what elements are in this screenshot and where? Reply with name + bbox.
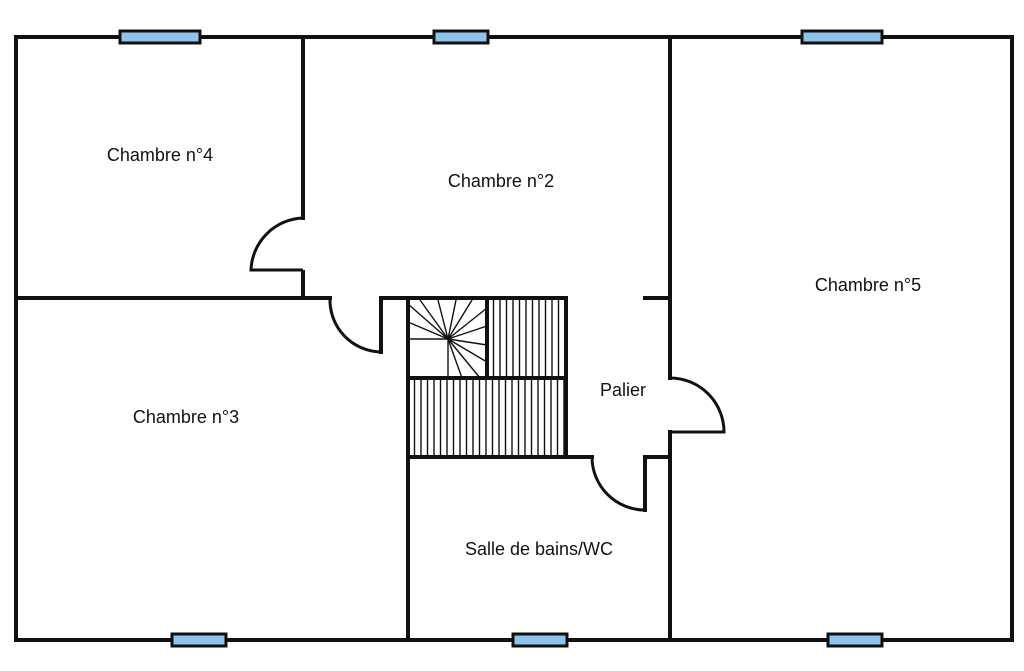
window-chambre-3	[170, 632, 228, 648]
label-chambre-2: Chambre n°2	[448, 171, 554, 191]
outer-walls	[14, 35, 1014, 642]
label-chambre-5: Chambre n°5	[815, 275, 921, 295]
label-chambre-4: Chambre n°4	[107, 145, 213, 165]
staircase	[406, 296, 568, 459]
door-chambre-4	[249, 216, 304, 272]
windows	[118, 29, 884, 648]
window-chambre-5-bottom	[826, 632, 884, 648]
window-chambre-2	[432, 29, 490, 45]
room-labels: Chambre n°4 Chambre n°2 Chambre n°5 Cham…	[107, 145, 921, 559]
door-salle-de-bains	[590, 456, 646, 512]
door-chambre-3	[328, 297, 382, 354]
stair-winder	[407, 299, 488, 379]
doors	[249, 216, 726, 512]
window-chambre-5-top	[800, 29, 884, 45]
door-chambre-5	[669, 376, 726, 434]
stair-flight-upper	[492, 298, 566, 378]
stair-flight-lower	[413, 378, 565, 457]
label-salle-de-bains: Salle de bains/WC	[465, 539, 613, 559]
label-chambre-3: Chambre n°3	[133, 407, 239, 427]
window-chambre-4	[118, 29, 202, 45]
window-salle-de-bains	[511, 632, 569, 648]
label-palier: Palier	[600, 380, 646, 400]
